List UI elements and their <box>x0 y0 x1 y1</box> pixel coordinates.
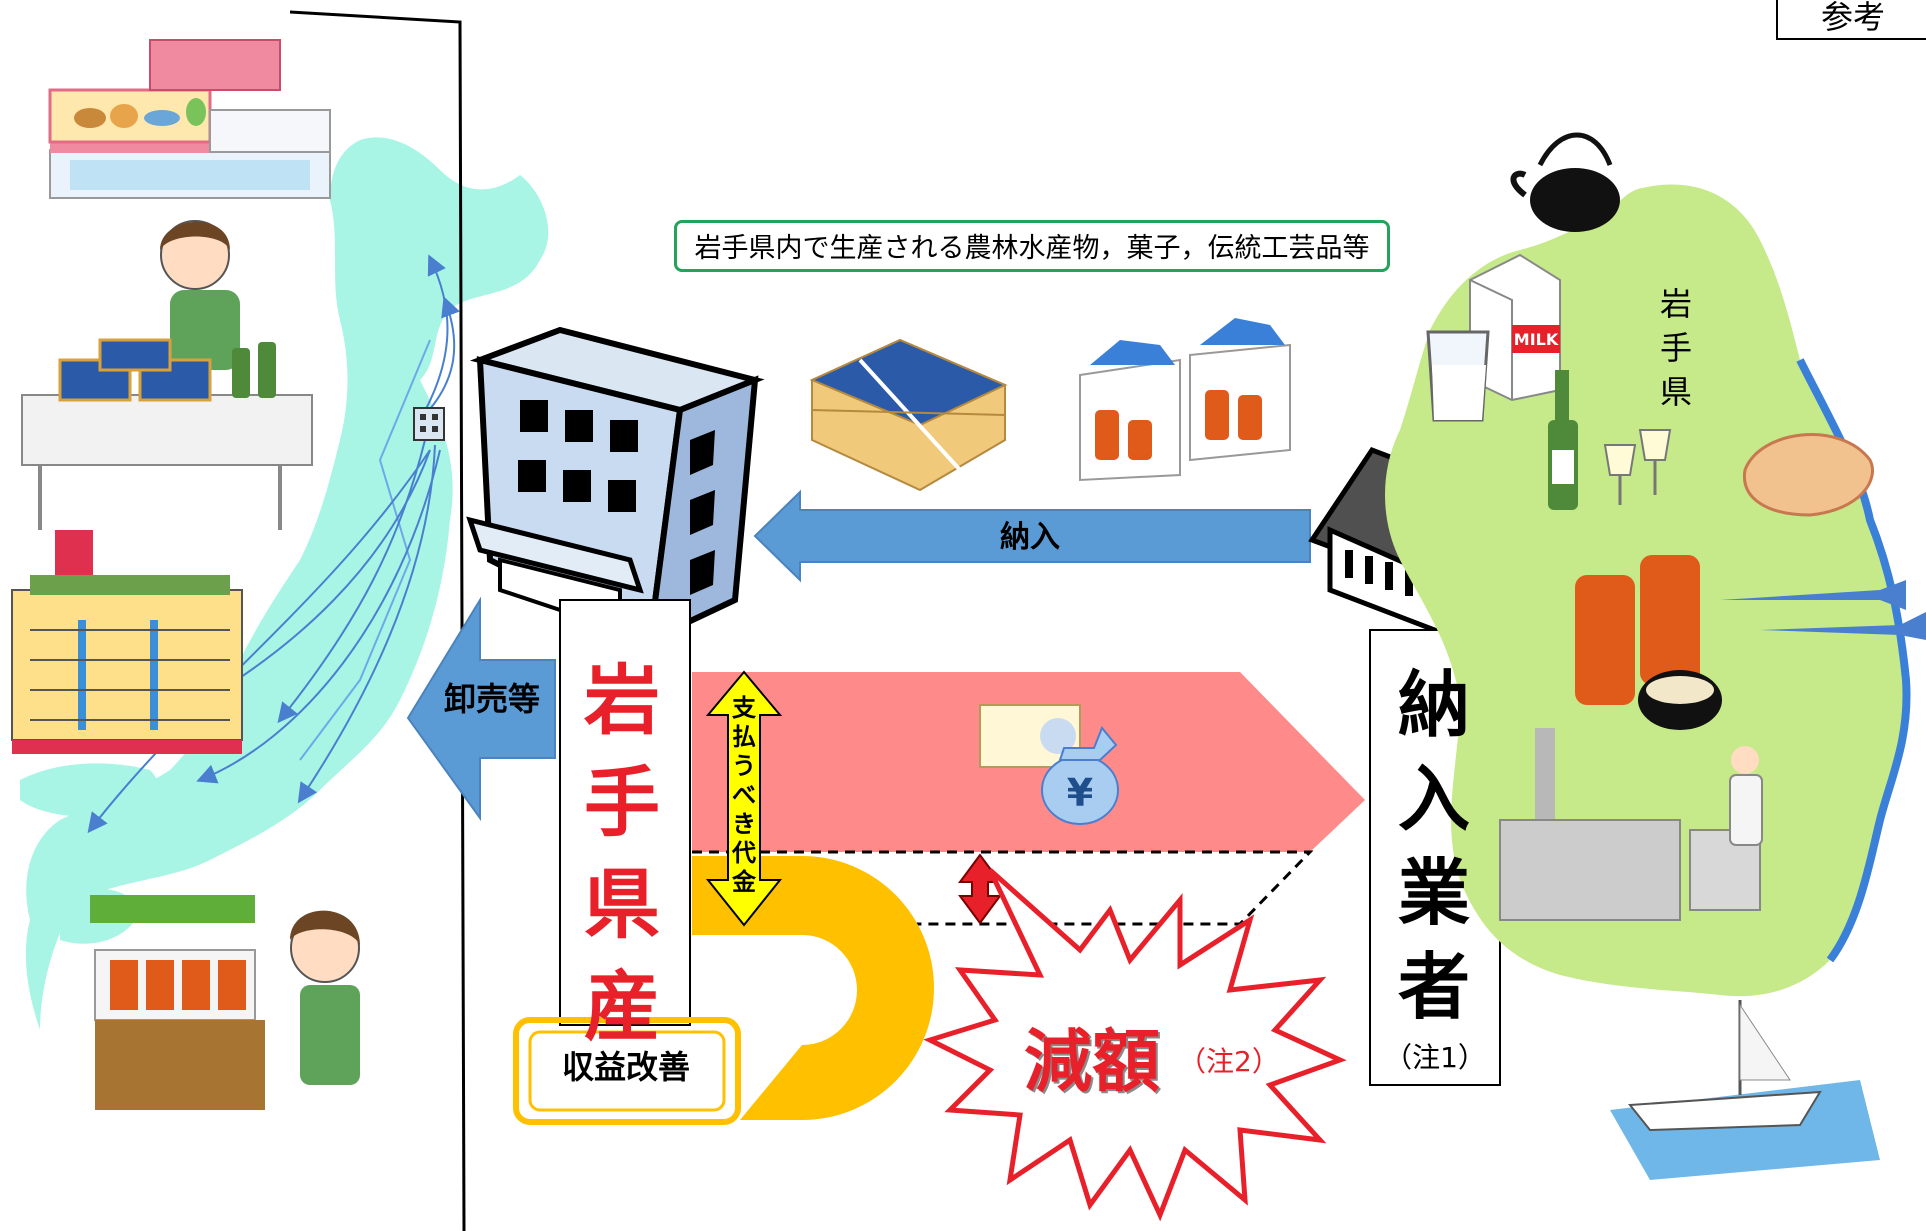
department-store-illustration <box>11 530 243 754</box>
delivery-label: 納入 <box>1000 520 1060 555</box>
note1-label: （注1） <box>1384 1041 1486 1074</box>
fishing-boat-illustration <box>1610 1000 1880 1180</box>
milk-illustration: MILK <box>1426 253 1561 422</box>
lacquer-bowls-illustration <box>1575 555 1722 730</box>
reduction-burst <box>923 868 1347 1222</box>
milk-label: MILK <box>1514 330 1559 349</box>
shop-stand-illustration <box>90 895 360 1110</box>
profit-frame-inner <box>528 1030 726 1112</box>
wholesale-arrow <box>406 596 556 822</box>
yen-symbol: ¥ <box>1067 771 1093 815</box>
noodle-box-illustration <box>1079 318 1291 482</box>
money-bag-illustration: ¥ <box>979 704 1119 825</box>
salesperson-illustration <box>21 220 313 530</box>
wine-illustration <box>1548 370 1672 510</box>
fish-illustration <box>1720 580 1926 640</box>
payment-due-label: 支払うべき代金 <box>732 694 756 896</box>
profit-frame-outer <box>513 1017 741 1125</box>
iwate-kensan-label: 岩手県産 <box>584 656 660 1051</box>
supermarket-illustration <box>48 39 331 199</box>
gift-box-illustration <box>809 338 1008 492</box>
note2-label: （注2） <box>1178 1045 1280 1078</box>
scallop-illustration <box>1742 433 1874 517</box>
wholesale-label: 卸売等 <box>443 680 540 718</box>
reference-tag: 参考 <box>1776 0 1926 40</box>
payment-due-double-arrow <box>705 670 783 927</box>
profit-improvement-label: 収益改善 <box>561 1048 690 1086</box>
suppliers-label: 納入業者 <box>1397 663 1470 1029</box>
products-caption: 岩手県内で生産される農林水産物，菓子，伝統工芸品等 <box>674 220 1390 272</box>
building-illustration <box>466 326 765 646</box>
kensan-pillar <box>559 599 691 1026</box>
delivery-arrow <box>753 489 1311 583</box>
profit-return-arrow <box>692 856 934 1120</box>
factory-illustration <box>1499 728 1763 921</box>
teapot-illustration <box>1510 132 1620 232</box>
reduction-double-arrow <box>958 853 1002 925</box>
reduction-label: 減額 <box>1024 1023 1161 1102</box>
iwate-prefecture-label: 岩手県 <box>1659 285 1692 411</box>
